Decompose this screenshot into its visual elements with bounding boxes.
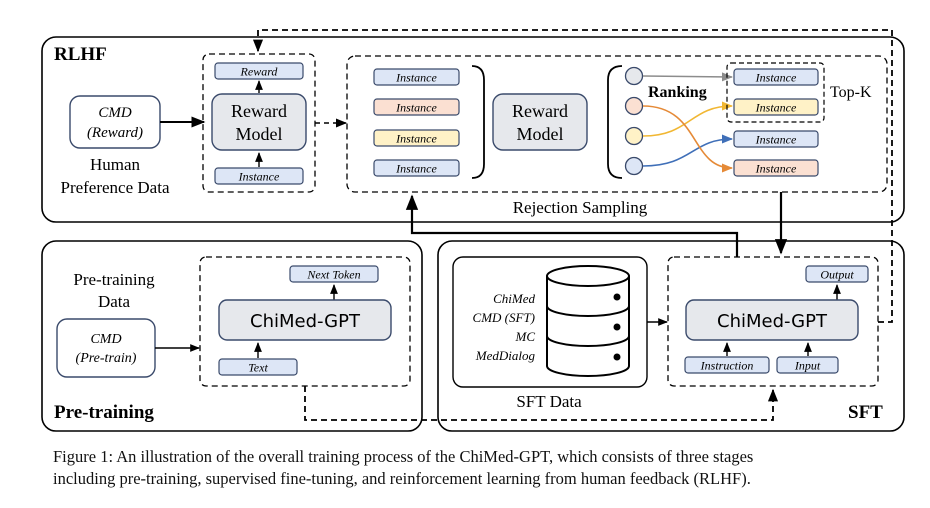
svg-text:Instance: Instance <box>755 162 797 176</box>
svg-text:Model: Model <box>236 124 283 144</box>
ranked-instance-3 <box>733 130 819 148</box>
svg-text:CMD: CMD <box>98 105 132 121</box>
human-preference-label: Human <box>90 155 141 174</box>
ranked-instance-1 <box>733 68 819 86</box>
sample-instance-3 <box>373 129 460 147</box>
sft-dataset-3: MC <box>515 329 536 344</box>
ranked-instance-4 <box>733 159 819 177</box>
svg-text:Next Token: Next Token <box>306 268 360 282</box>
sft-model-label: ChiMed-GPT <box>717 311 828 332</box>
instruction-box <box>684 356 770 374</box>
reward-input-instance <box>214 167 304 185</box>
rank-node-orange <box>624 96 644 116</box>
ranking-label: Ranking <box>648 84 707 101</box>
figure-caption: Figure 1: An illustration of the overall… <box>53 446 913 490</box>
database-icon <box>546 265 630 377</box>
svg-text:Text: Text <box>248 361 268 375</box>
sft-title: SFT <box>848 402 883 423</box>
svg-text:Data: Data <box>98 292 131 311</box>
sample-instance-2 <box>373 98 460 116</box>
svg-text:Reward: Reward <box>231 101 287 121</box>
rank-node-yellow <box>624 126 644 146</box>
sft-dataset-1: ChiMed <box>493 291 535 306</box>
svg-text:(Reward): (Reward) <box>87 125 143 141</box>
next-token-box <box>289 265 379 283</box>
left-bracket <box>471 65 485 179</box>
svg-text:Reward: Reward <box>512 101 568 121</box>
svg-text:Instance: Instance <box>395 162 437 176</box>
training-process-diagram: RLHF Pre-training SFT CMD (Reward) Human… <box>41 29 905 432</box>
pretraining-model-box <box>218 299 392 341</box>
sft-section <box>437 240 905 432</box>
pretraining-section <box>41 240 423 432</box>
sft-data-to-sampling-arrow <box>405 194 739 257</box>
svg-text:Instance: Instance <box>238 170 280 184</box>
sft-dataset-2: CMD (SFT) <box>473 310 535 325</box>
caption-line-1: Figure 1: An illustration of the overall… <box>53 447 754 466</box>
ranked-instance-2 <box>733 98 819 116</box>
rank-node-blue <box>624 156 644 176</box>
svg-text:Instance: Instance <box>755 101 797 115</box>
svg-text:Instance: Instance <box>755 133 797 147</box>
reward-model-scoring-box <box>492 93 588 151</box>
text-input-box <box>218 358 298 376</box>
sft-model-box <box>685 299 859 341</box>
sample-instance-4 <box>373 159 460 177</box>
rlhf-section <box>41 36 905 223</box>
reward-output-box <box>214 62 304 80</box>
sft-to-rlhf-arrow <box>252 29 893 323</box>
pretraining-model-label: ChiMed-GPT <box>250 311 361 332</box>
svg-text:CMD: CMD <box>90 332 121 347</box>
rank-node-gray <box>624 66 644 86</box>
svg-text:Reward: Reward <box>240 65 279 79</box>
rejection-sampling-label: Rejection Sampling <box>513 198 648 217</box>
right-bracket <box>607 65 623 179</box>
svg-text:Instance: Instance <box>395 132 437 146</box>
output-box <box>805 265 869 283</box>
svg-text:Output: Output <box>820 268 854 282</box>
caption-line-2: including pre-training, supervised fine-… <box>53 469 751 488</box>
topk-group <box>726 62 825 123</box>
svg-text:Input: Input <box>794 359 821 373</box>
svg-text:Model: Model <box>517 124 564 144</box>
rlhf-title: RLHF <box>54 44 107 65</box>
svg-text:Instance: Instance <box>395 71 437 85</box>
svg-text:Preference Data: Preference Data <box>60 178 169 197</box>
cmd-pretrain-box <box>56 318 156 378</box>
svg-text:Instance: Instance <box>395 101 437 115</box>
pretraining-title: Pre-training <box>54 402 154 423</box>
reward-model-box <box>211 93 307 151</box>
svg-text:Instance: Instance <box>755 71 797 85</box>
sft-data-label: SFT Data <box>516 392 582 411</box>
input-box <box>776 356 839 374</box>
topk-label: Top-K <box>830 84 872 101</box>
pretraining-data-label: Pre-training <box>73 270 155 289</box>
svg-text:Instruction: Instruction <box>700 359 754 373</box>
sample-instance-1 <box>373 68 460 86</box>
sft-dataset-4: MedDialog <box>475 348 536 363</box>
rejection-sampling-group <box>346 55 888 193</box>
svg-text:(Pre-train): (Pre-train) <box>76 351 137 366</box>
